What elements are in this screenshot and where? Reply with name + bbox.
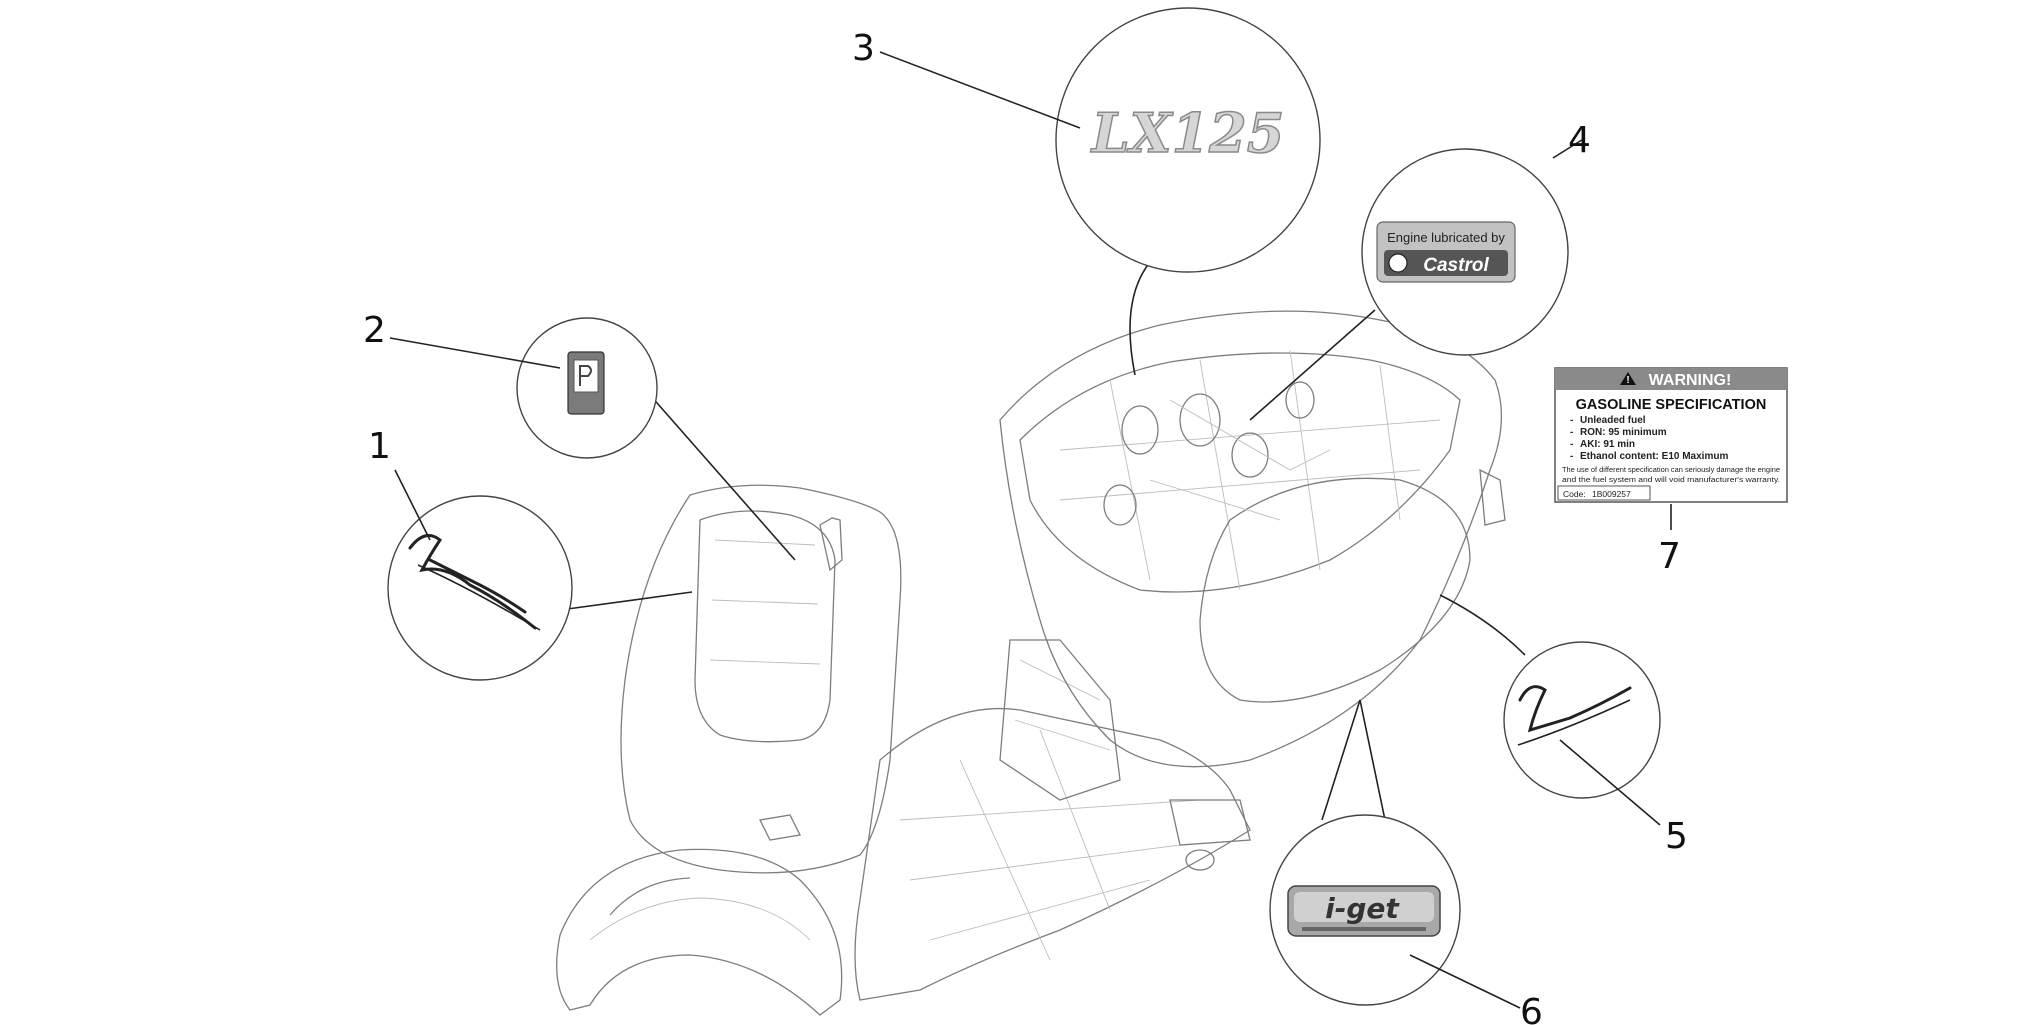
svg-text:-: - bbox=[1570, 427, 1573, 438]
warning-item-2: RON: 95 minimum bbox=[1580, 427, 1667, 438]
callout-5: 5 bbox=[1439, 594, 1688, 857]
svg-text:-: - bbox=[1570, 451, 1573, 462]
piaggio-badge bbox=[567, 351, 605, 415]
callout-number-2: 2 bbox=[363, 310, 386, 351]
callout-1: 1 bbox=[368, 426, 693, 681]
callout-6: i-get 6 bbox=[1269, 699, 1543, 1025]
callout-number-4: 4 bbox=[1568, 120, 1591, 161]
callout-3-circle bbox=[1055, 7, 1321, 273]
svg-text:!: ! bbox=[1626, 375, 1629, 386]
warning-triangle-icon bbox=[1620, 372, 1636, 385]
scooter-body-outline bbox=[556, 310, 1506, 1016]
callout-3: LX125 3 bbox=[852, 7, 1321, 376]
castrol-line1: Engine lubricated by bbox=[1387, 230, 1505, 245]
warning-code-value: 1B009257 bbox=[1592, 489, 1631, 499]
callout-number-7: 7 bbox=[1658, 536, 1681, 577]
castrol-badge: Engine lubricated by Castrol bbox=[1376, 221, 1516, 283]
callout-1-circle bbox=[387, 495, 573, 681]
castrol-logo-icon bbox=[1388, 253, 1408, 273]
warning-item-3: AKI: 91 min bbox=[1580, 439, 1635, 450]
callout-number-5: 5 bbox=[1665, 816, 1688, 857]
iget-badge: i-get bbox=[1287, 885, 1441, 937]
warning-title: GASOLINE SPECIFICATION bbox=[1576, 397, 1767, 413]
callout-2: 2 bbox=[363, 310, 796, 561]
warning-note-1: The use of different specification can s… bbox=[1562, 467, 1780, 474]
callout-4: Engine lubricated by Castrol 4 bbox=[1249, 120, 1591, 421]
castrol-brand: Castrol bbox=[1423, 255, 1489, 276]
warning-item-1: Unleaded fuel bbox=[1580, 415, 1646, 426]
callout-7: ! WARNING! GASOLINE SPECIFICATION -Unlea… bbox=[1554, 367, 1788, 577]
vespa-script-badge-5 bbox=[1517, 685, 1632, 746]
callout-number-3: 3 bbox=[852, 28, 875, 69]
warning-code-label: Code: bbox=[1563, 489, 1586, 499]
lx125-badge: LX125 bbox=[1090, 101, 1285, 165]
iget-text: i-get bbox=[1325, 892, 1400, 925]
callout-number-6: 6 bbox=[1520, 992, 1543, 1025]
svg-text:-: - bbox=[1570, 439, 1573, 450]
callout-number-1: 1 bbox=[368, 426, 391, 467]
callout-5-circle bbox=[1503, 641, 1661, 799]
warning-label: ! WARNING! GASOLINE SPECIFICATION -Unlea… bbox=[1554, 367, 1788, 503]
vespa-script-badge-1 bbox=[408, 534, 541, 631]
warning-header: WARNING! bbox=[1649, 372, 1732, 389]
warning-item-4: Ethanol content: E10 Maximum bbox=[1580, 451, 1728, 462]
warning-note-2: and the fuel system and will void manufa… bbox=[1562, 477, 1780, 484]
svg-text:-: - bbox=[1570, 415, 1573, 426]
